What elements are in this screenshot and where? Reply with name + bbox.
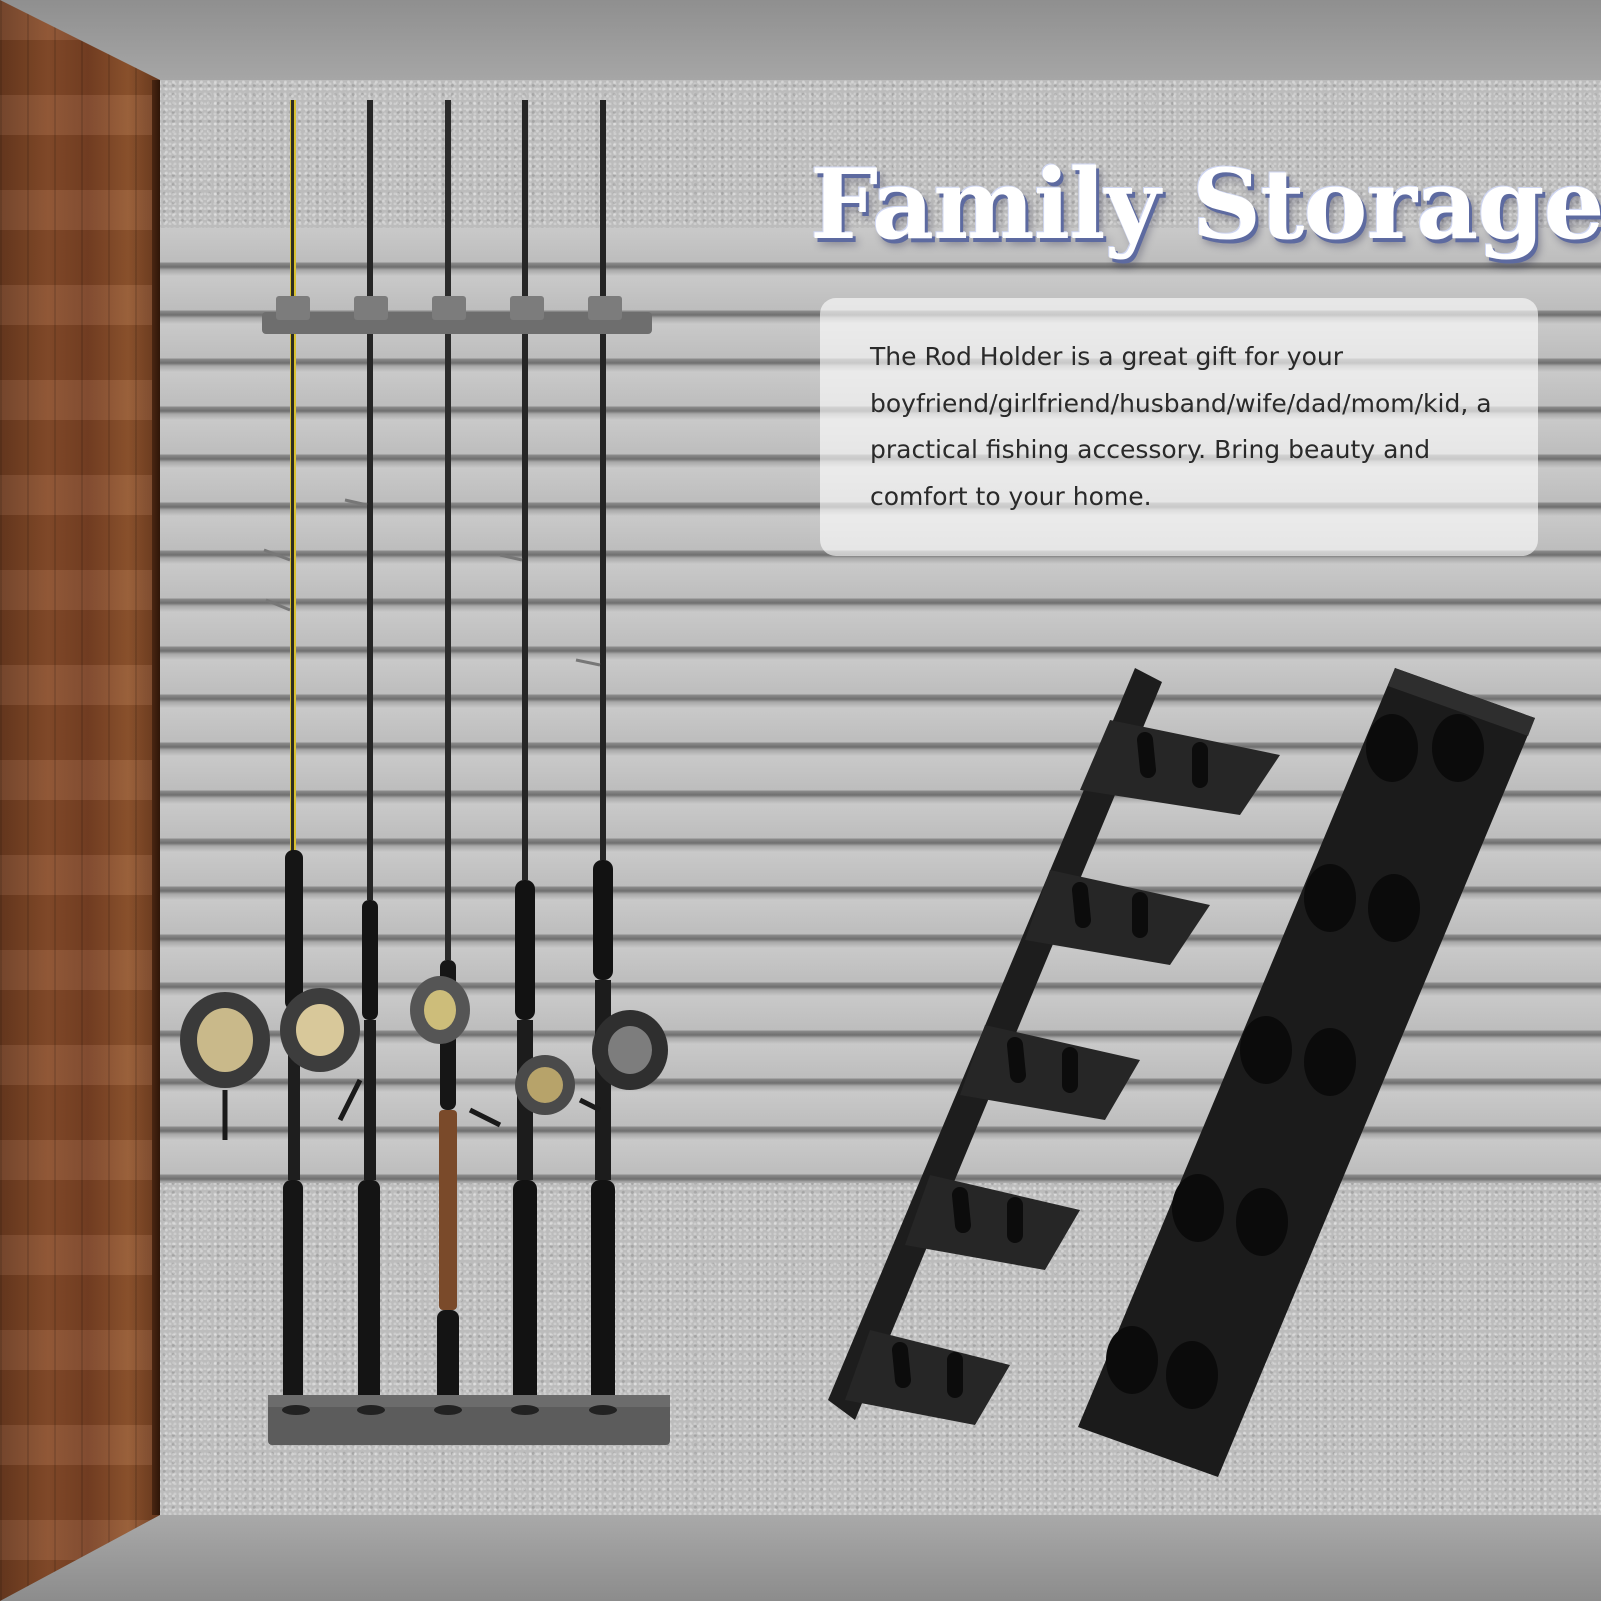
wood-panel-edge [152, 80, 160, 1515]
wood-panel-wall [0, 0, 160, 1601]
bottom-rod-rack [268, 1395, 670, 1445]
headline-title: Family Storage [810, 148, 1601, 261]
top-rod-rack [262, 296, 652, 334]
rod-4 [499, 100, 537, 1410]
ceiling [0, 0, 1601, 80]
rod-2 [344, 100, 380, 1410]
cup-bar-product [1078, 668, 1535, 1477]
floor [0, 1515, 1601, 1601]
description-text: The Rod Holder is a great gift for your … [870, 342, 1492, 511]
description-card: The Rod Holder is a great gift for your … [820, 298, 1538, 556]
clamp-bar-product [828, 668, 1280, 1425]
fishing-reels [180, 976, 668, 1140]
